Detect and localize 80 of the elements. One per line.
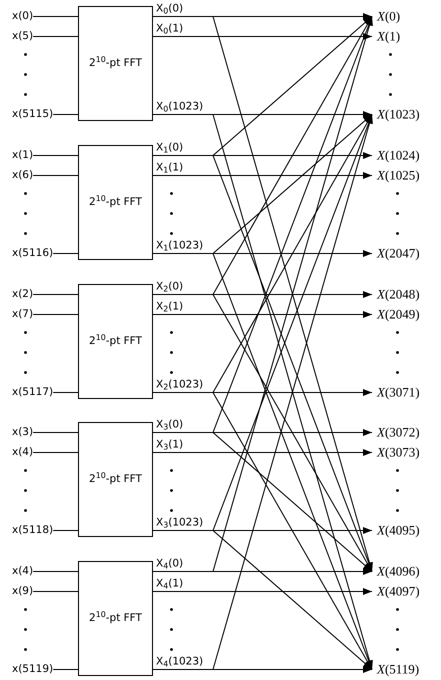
block-label: 2$^{10}$-pt FFT <box>89 56 142 70</box>
output-label: X$_{4}$(1023) <box>153 656 204 669</box>
connector-line <box>32 452 78 453</box>
arrow <box>202 114 373 670</box>
arrow <box>152 666 372 673</box>
connector-line <box>52 669 78 670</box>
input-label: x(5115) <box>12 108 54 120</box>
input-label: x(1) <box>12 150 34 160</box>
result-label: X(1) <box>372 30 400 42</box>
connector-line <box>32 36 78 37</box>
result-label: X(5119) <box>372 662 420 676</box>
result-label: X(3072) <box>372 426 420 438</box>
input-label: x(4) <box>12 566 34 576</box>
output-label: X$_{4}$(1) <box>153 578 184 591</box>
connector-line <box>52 114 78 115</box>
result-label: X(3071) <box>372 386 420 398</box>
output-label: X$_{0}$(1023) <box>153 102 204 114</box>
connector-line <box>32 155 78 156</box>
result-label: X(4095) <box>372 524 420 536</box>
result-label: X(1024) <box>372 148 420 162</box>
connector-line <box>32 314 78 315</box>
result-label: X(2047) <box>372 246 420 260</box>
arrow <box>152 33 372 40</box>
output-label: X$_{1}$(1) <box>153 162 184 175</box>
block-label: 2$^{10}$-pt FFT <box>89 334 142 348</box>
connector-line <box>32 294 78 295</box>
result-label: X(2049) <box>372 308 420 320</box>
fft-block <box>78 422 153 537</box>
connector-line <box>32 16 78 17</box>
output-label: X$_{2}$(1) <box>153 302 184 314</box>
fft-block <box>78 561 153 676</box>
arrow <box>152 432 372 572</box>
block-label: 2$^{10}$-pt FFT <box>89 472 142 486</box>
input-label: x(5117) <box>12 386 54 398</box>
result-label: X(2048) <box>372 288 420 300</box>
block-label: 2$^{10}$-pt FFT <box>89 196 142 210</box>
arrow <box>152 568 372 575</box>
output-label: X$_{4}$(0) <box>153 558 184 571</box>
input-label: x(2) <box>12 288 34 300</box>
input-label: x(5119) <box>12 664 54 674</box>
output-label: X$_{3}$(0) <box>153 420 184 432</box>
output-label: X$_{2}$(0) <box>153 282 184 294</box>
result-label: X(4097) <box>372 584 420 598</box>
input-label: x(7) <box>12 308 34 320</box>
result-label: X(1023) <box>372 108 420 120</box>
connector-line <box>52 392 78 393</box>
arrow <box>152 588 372 595</box>
result-label: X(3073) <box>372 446 420 458</box>
connector-line <box>52 530 78 531</box>
connector-line <box>52 253 78 254</box>
input-label: x(9) <box>12 586 34 596</box>
fft-block <box>78 6 153 121</box>
arrow <box>152 172 372 179</box>
output-label: X$_{3}$(1) <box>153 440 184 452</box>
connector-line <box>32 432 78 433</box>
fft-block <box>78 284 153 399</box>
arrow <box>152 311 372 318</box>
input-label: x(6) <box>12 170 34 180</box>
input-label: x(5116) <box>12 248 54 258</box>
output-label: X$_{3}$(1023) <box>153 518 204 530</box>
arrow <box>152 530 372 670</box>
output-label: X$_{0}$(1) <box>153 24 184 36</box>
block-label: 2$^{10}$-pt FFT <box>89 612 142 626</box>
output-label: X$_{1}$(1023) <box>153 240 204 253</box>
input-label: x(5) <box>12 30 34 42</box>
output-label: X$_{2}$(1023) <box>153 380 204 392</box>
arrow <box>152 449 372 456</box>
result-label: X(4096) <box>372 564 420 578</box>
output-label: X$_{0}$(0) <box>153 4 184 16</box>
fft-block <box>78 145 153 260</box>
output-label: X$_{1}$(0) <box>153 142 184 155</box>
result-label: X(0) <box>372 10 400 22</box>
result-label: X(1025) <box>372 168 420 182</box>
input-label: x(5118) <box>12 524 54 536</box>
connector-line <box>32 571 78 572</box>
input-label: x(3) <box>12 426 34 438</box>
input-label: x(0) <box>12 10 34 22</box>
connector-line <box>32 175 78 176</box>
input-label: x(4) <box>12 446 34 458</box>
connector-line <box>32 591 78 592</box>
